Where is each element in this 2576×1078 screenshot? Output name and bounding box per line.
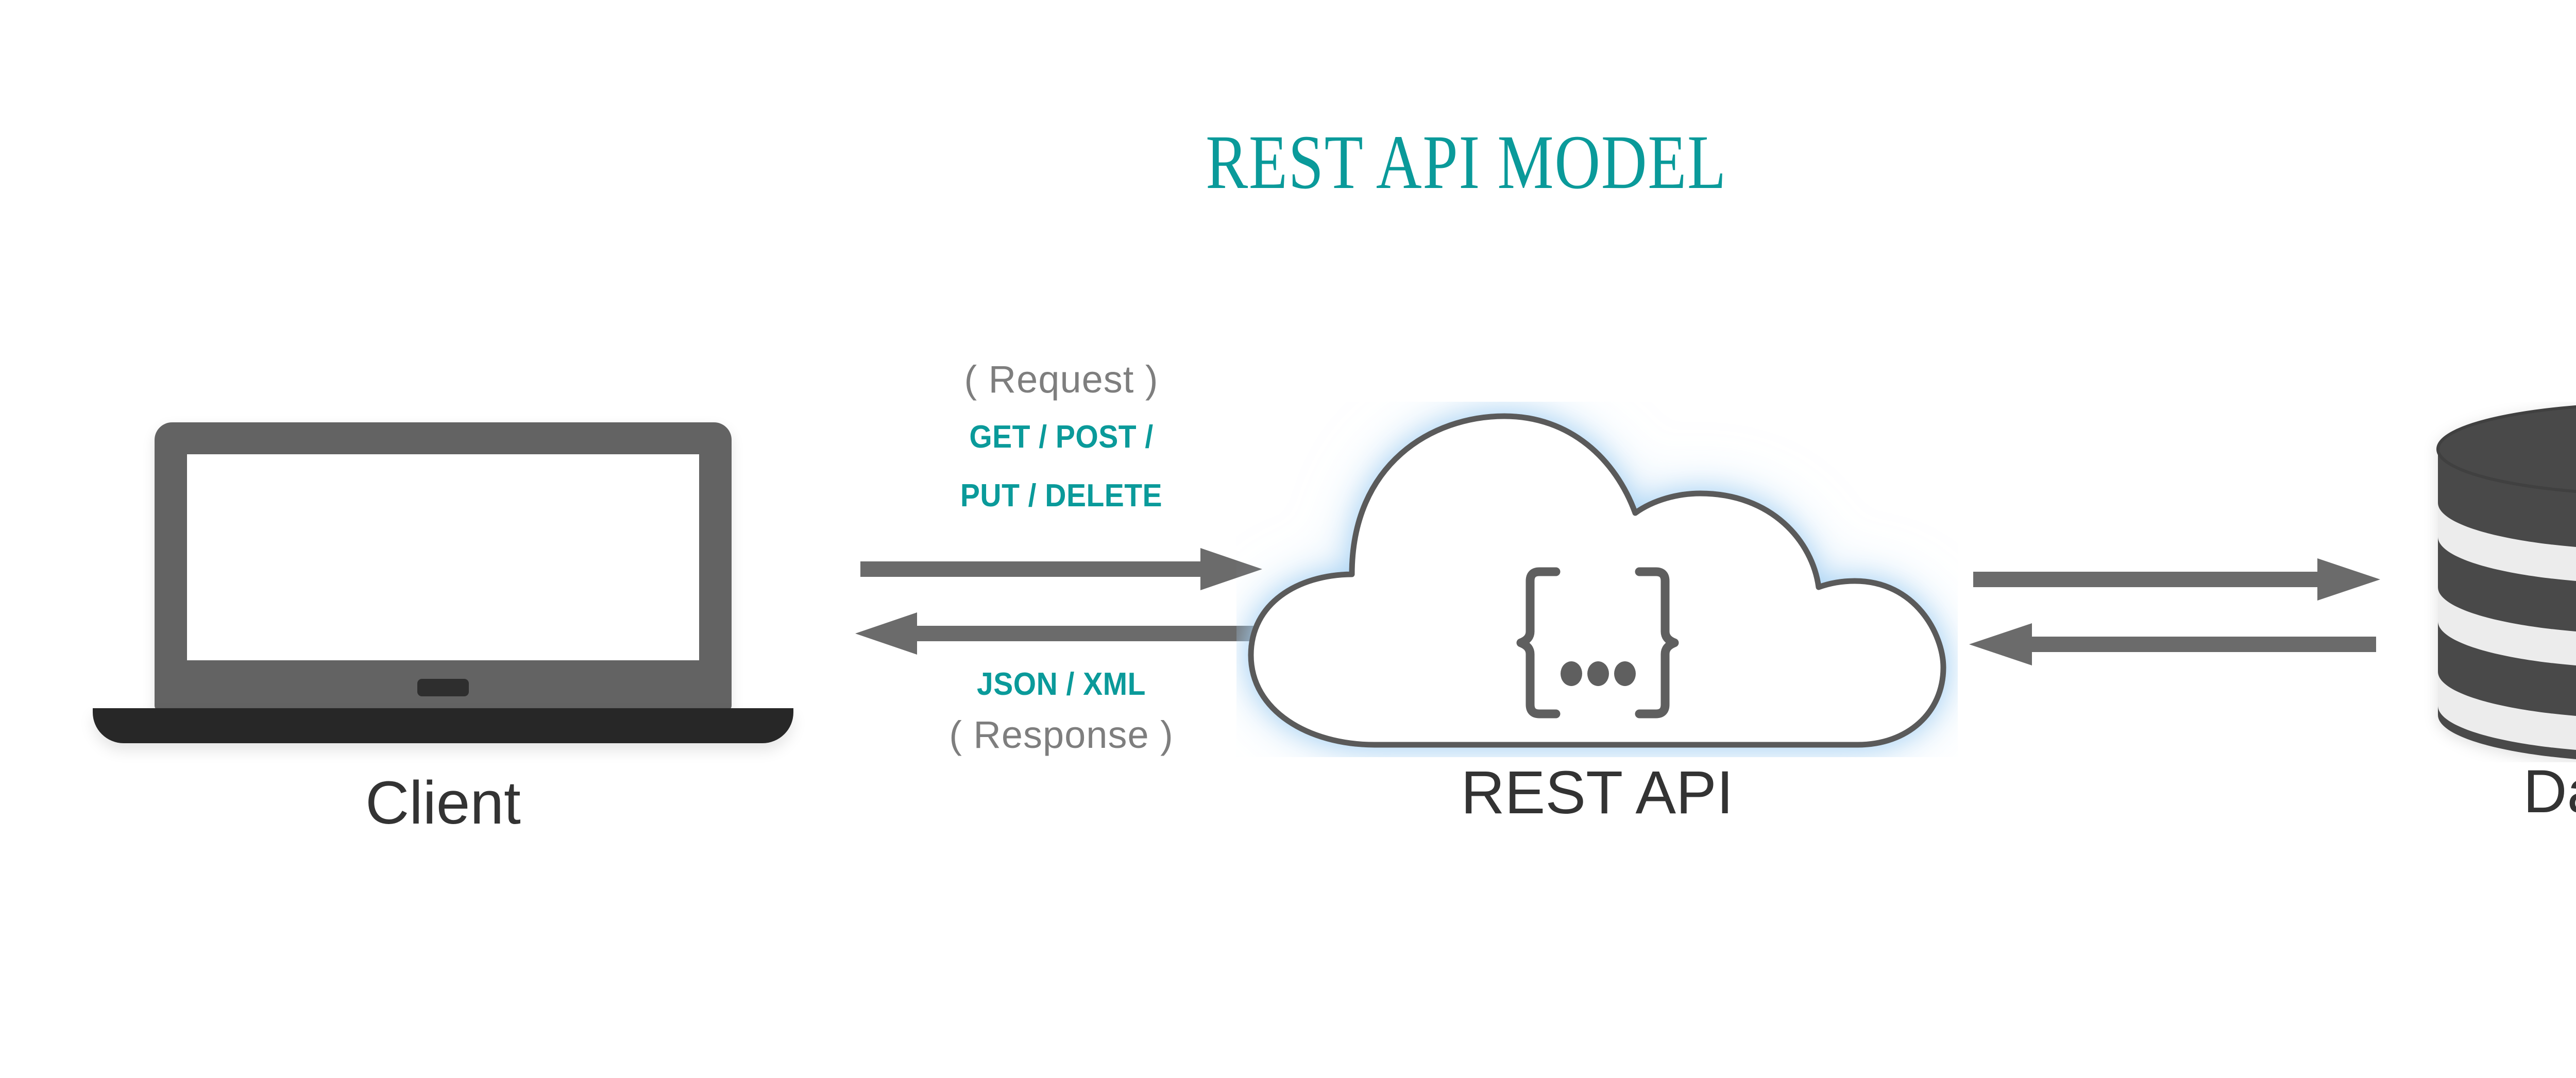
cloud-shape (1248, 413, 1946, 748)
cloud-code-icon (1236, 402, 1958, 757)
laptop-icon (93, 412, 793, 752)
arrow-query-right (1973, 558, 2380, 601)
laptop-base (93, 708, 793, 743)
curly-brace-right-icon (1635, 567, 1679, 718)
node-database: Database (2421, 402, 2576, 824)
response-format-label: JSON / XML (977, 666, 1146, 702)
node-rest-api: REST API (1236, 402, 1958, 824)
connector-client-api: ( Request ) GET / POST / PUT / DELETE JS… (804, 361, 1319, 783)
curly-brace-left-icon (1516, 567, 1561, 718)
ellipsis-dot-2-icon (1587, 661, 1609, 686)
ellipsis-dot-3-icon (1614, 661, 1636, 686)
response-paren-label: ( Response ) (949, 713, 1174, 756)
database-stripe-3 (2438, 672, 2576, 750)
database-cylinder-icon (2436, 405, 2576, 760)
arrow-response-left (855, 612, 1257, 655)
request-paren-label: ( Request ) (964, 358, 1159, 401)
node-label-database: Database (2523, 758, 2576, 826)
node-label-client: Client (365, 769, 521, 837)
database-stripe-1 (2438, 503, 2576, 581)
ellipsis-dot-1-icon (1561, 661, 1582, 686)
laptop-lid (155, 422, 732, 711)
arrow-result-left (1969, 623, 2376, 665)
request-methods-line-2: PUT / DELETE (960, 478, 1163, 514)
request-methods-line-1: GET / POST / (969, 419, 1154, 455)
page-title: REST API MODEL (1206, 119, 1727, 205)
database-stripe-2 (2438, 587, 2576, 666)
node-client: Client (93, 412, 793, 833)
laptop-screen (187, 454, 699, 660)
database-body (2436, 405, 2576, 760)
arrow-request-right (860, 548, 1262, 590)
connector-api-database (1969, 556, 2411, 690)
node-label-rest-api: REST API (1461, 759, 1734, 827)
laptop-trackpad-notch (417, 679, 469, 696)
